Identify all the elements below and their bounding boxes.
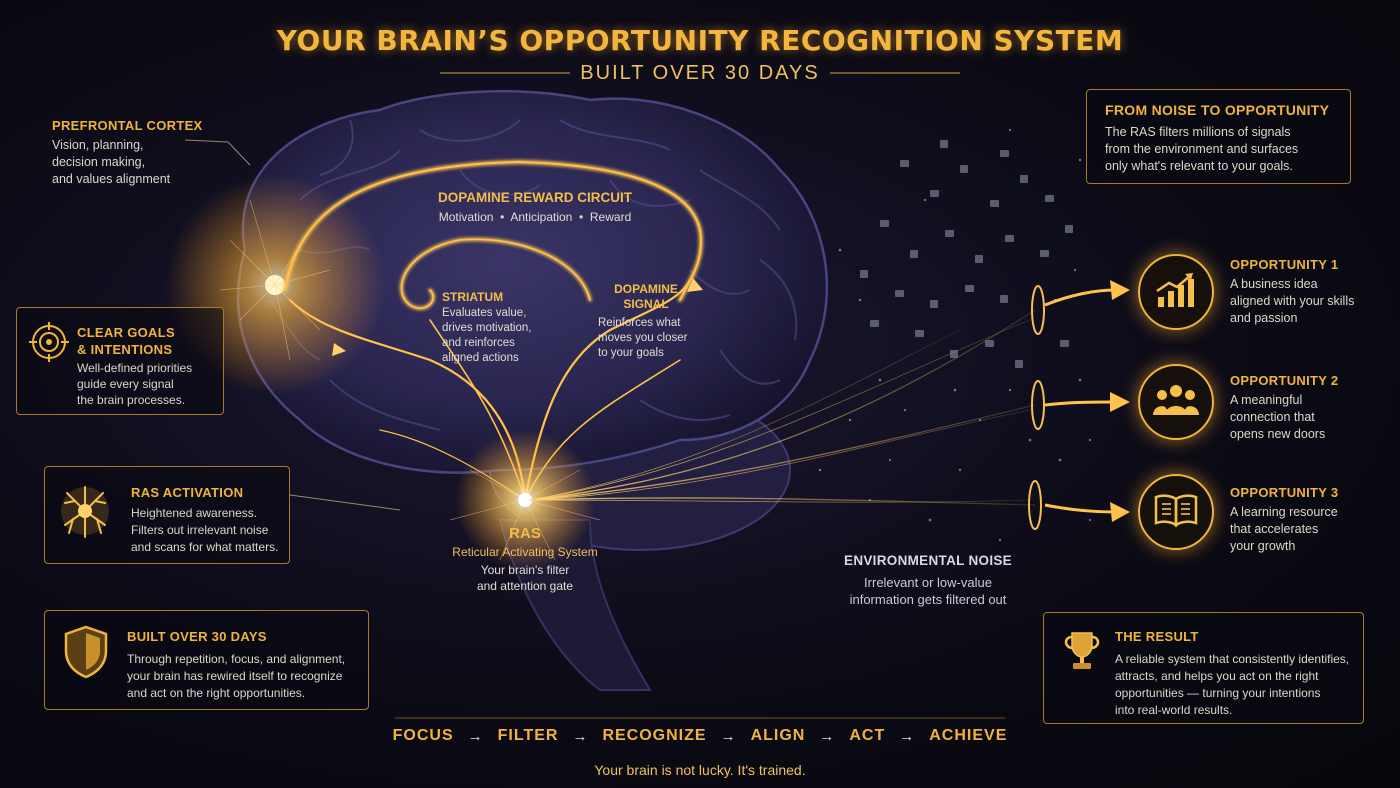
the-result-text-line: attracts, and helps you act on the right <box>1115 669 1319 683</box>
environmental-noise-text-line: Irrelevant or low-value <box>864 575 992 590</box>
opportunity-1-text-line: A business idea <box>1230 277 1318 291</box>
flow-arrow-icon: → <box>572 727 589 745</box>
page-title: YOUR BRAIN’S OPPORTUNITY RECOGNITION SYS… <box>276 24 1124 57</box>
opportunity-2-text-line: A meaningful <box>1230 393 1303 407</box>
clear-goals-panel: CLEAR GOALS & INTENTIONS Well-defined pr… <box>16 307 224 415</box>
opportunity-1-title: OPPORTUNITY 1 <box>1230 257 1339 272</box>
ras-activation-text-line: Heightened awareness. <box>131 506 258 520</box>
flow-arrow-icon: → <box>467 727 484 745</box>
ras-activation-text-line: and scans for what matters. <box>131 540 279 554</box>
dopamine-signal-label: DOPAMINE SIGNAL Reinforces what moves yo… <box>598 282 718 361</box>
built-text-line: and act on the right opportunities. <box>127 686 306 700</box>
growth-chart-icon <box>1155 271 1197 314</box>
shield-icon <box>63 625 109 684</box>
ras-text-line: Your brain's filter <box>480 563 570 577</box>
opportunity-3: OPPORTUNITY 3 A learning resource that a… <box>1230 485 1390 555</box>
ras-activation-title: RAS ACTIVATION <box>131 485 244 500</box>
tagline: Your brain is not lucky. It's trained. <box>594 762 806 778</box>
the-result-text-line: into real-world results. <box>1115 703 1233 717</box>
opportunity-3-text-line: your growth <box>1230 539 1296 553</box>
noise-to-opportunity-text-line: from the environment and surfaces <box>1105 142 1299 156</box>
opportunity-2: OPPORTUNITY 2 A meaningful connection th… <box>1230 373 1390 443</box>
noise-to-opportunity-title: FROM NOISE TO OPPORTUNITY <box>1105 102 1330 118</box>
noise-to-opportunity-text-line: only what's relevant to your goals. <box>1105 159 1293 173</box>
opportunity-1-text-line: aligned with your skills <box>1230 294 1355 308</box>
opportunity-2-text-line: connection that <box>1230 410 1315 424</box>
flow-step-filter: FILTER <box>497 727 559 744</box>
clear-goals-text-line: Well-defined priorities <box>77 361 193 375</box>
opportunity-2-icon-circle <box>1138 364 1214 440</box>
built-text-line: Through repetition, focus, and alignment… <box>127 652 346 666</box>
flow-step-achieve: ACHIEVE <box>929 727 1008 744</box>
process-flow: FOCUS → FILTER → RECOGNIZE → ALIGN → ACT… <box>393 718 1007 754</box>
opportunity-3-title: OPPORTUNITY 3 <box>1230 485 1339 500</box>
ras-text-line: and attention gate <box>476 579 574 593</box>
flow-step-act: ACT <box>849 727 886 744</box>
book-icon <box>1154 493 1198 532</box>
flow-arrow-icon: → <box>899 727 916 745</box>
trophy-icon <box>1060 629 1104 678</box>
dopamine-signal-title-line: DOPAMINE <box>614 282 678 296</box>
the-result-panel: THE RESULT A reliable system that consis… <box>1043 612 1364 724</box>
environmental-noise-text-line: information gets filtered out <box>849 592 1007 607</box>
dopamine-signal-text-line: moves you closer <box>598 332 688 344</box>
flow-arrow-icon: → <box>819 727 836 745</box>
ras-activation-text-line: Filters out irrelevant noise <box>131 523 269 537</box>
opportunity-1-icon-circle <box>1138 254 1214 330</box>
ras-subtitle: Reticular Activating System <box>452 545 598 559</box>
opportunity-3-text-line: A learning resource <box>1230 505 1338 519</box>
ras-label: RAS Reticular Activating System Your bra… <box>440 525 610 594</box>
striatum-title: STRIATUM <box>442 290 504 304</box>
the-result-text-line: A reliable system that consistently iden… <box>1115 652 1350 666</box>
striatum-text-line: and reinforces <box>442 337 515 349</box>
dopamine-reward-circuit-title: DOPAMINE REWARD CIRCUIT <box>438 190 632 205</box>
ras-title: RAS <box>509 525 541 542</box>
opportunity-2-text-line: opens new doors <box>1230 427 1326 441</box>
dopamine-reward-circuit-text: Motivation • Anticipation • Reward <box>438 210 632 224</box>
prefrontal-cortex-label: PREFRONTAL CORTEX Vision, planning, deci… <box>52 118 242 188</box>
dopamine-signal-title-line: SIGNAL <box>623 297 669 311</box>
environmental-noise-label: ENVIRONMENTAL NOISE Irrelevant or low-va… <box>828 553 1028 608</box>
striatum-text-line: Evaluates value, <box>442 307 527 319</box>
built-over-30-days-title: BUILT OVER 30 DAYS <box>127 629 267 644</box>
dopamine-reward-circuit-label: DOPAMINE REWARD CIRCUIT Motivation • Ant… <box>420 190 650 225</box>
cerebrum <box>236 90 829 474</box>
opportunity-1: OPPORTUNITY 1 A business idea aligned wi… <box>1230 257 1390 327</box>
flow-step-align: ALIGN <box>750 727 806 744</box>
ras-activation-panel: RAS ACTIVATION Heightened awareness. Fil… <box>44 466 290 564</box>
opportunity-3-text-line: that accelerates <box>1230 522 1319 536</box>
target-icon <box>29 322 69 367</box>
opportunity-1-text-line: and passion <box>1230 311 1298 325</box>
flow-step-recognize: RECOGNIZE <box>602 727 707 744</box>
built-over-30-days-panel: BUILT OVER 30 DAYS Through repetition, f… <box>44 610 369 710</box>
clear-goals-title-line: & INTENTIONS <box>77 342 173 357</box>
prefrontal-cortex-text-line: decision making, <box>52 155 146 169</box>
the-result-title: THE RESULT <box>1115 629 1199 644</box>
striatum-text-line: drives motivation, <box>442 322 532 334</box>
striatum-text-line: aligned actions <box>442 352 519 364</box>
dopamine-signal-text-line: Reinforces what <box>598 317 681 329</box>
opportunity-2-title: OPPORTUNITY 2 <box>1230 373 1339 388</box>
clear-goals-title-line: CLEAR GOALS <box>77 325 175 340</box>
prefrontal-cortex-text-line: Vision, planning, <box>52 138 144 152</box>
the-result-text-line: opportunities — turning your intentions <box>1115 686 1321 700</box>
built-text-line: your brain has rewired itself to recogni… <box>127 669 343 683</box>
prefrontal-cortex-text-line: and values alignment <box>52 172 171 186</box>
noise-to-opportunity-panel: FROM NOISE TO OPPORTUNITY The RAS filter… <box>1086 89 1351 184</box>
noise-to-opportunity-text-line: The RAS filters millions of signals <box>1105 125 1291 139</box>
page-subtitle: BUILT OVER 30 DAYS <box>580 62 820 84</box>
clear-goals-text-line: guide every signal <box>77 377 174 391</box>
clear-goals-text-line: the brain processes. <box>77 393 186 407</box>
neuron-icon <box>53 479 117 548</box>
flow-step-focus: FOCUS <box>392 727 454 744</box>
environmental-noise-title: ENVIRONMENTAL NOISE <box>844 553 1012 568</box>
flow-arrow-icon: → <box>720 727 737 745</box>
opportunity-3-icon-circle <box>1138 474 1214 550</box>
prefrontal-cortex-title: PREFRONTAL CORTEX <box>52 118 203 133</box>
striatum-label: STRIATUM Evaluates value, drives motivat… <box>442 290 572 366</box>
dopamine-signal-text-line: to your goals <box>598 347 664 359</box>
people-icon <box>1153 383 1199 422</box>
